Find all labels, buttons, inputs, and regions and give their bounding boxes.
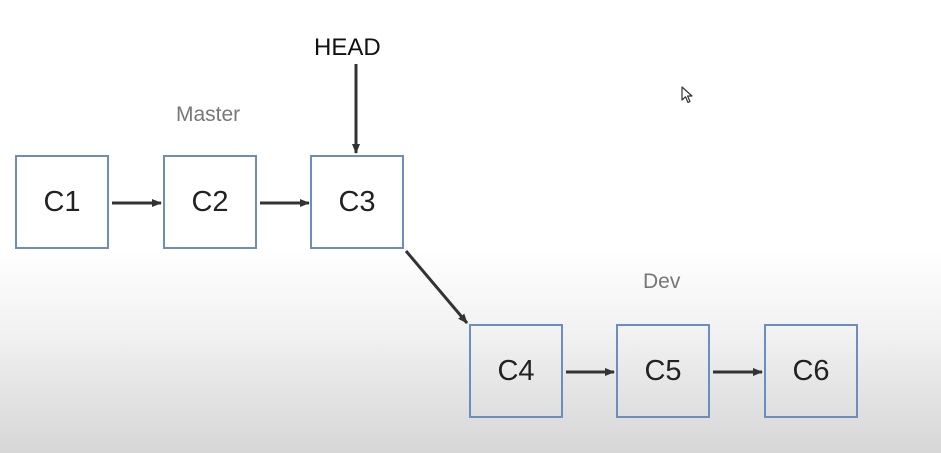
commit-label: C3 xyxy=(338,185,376,218)
branch-label-master: Master xyxy=(176,103,241,126)
commit-node-c4: C4 xyxy=(469,324,563,418)
commit-node-c6: C6 xyxy=(764,324,858,418)
commit-label: C1 xyxy=(43,185,81,218)
commit-label: C5 xyxy=(644,354,682,387)
commit-label: C4 xyxy=(497,354,535,387)
commit-node-c3: C3 xyxy=(310,155,404,249)
commit-label: C2 xyxy=(191,185,229,218)
commit-node-c2: C2 xyxy=(163,155,257,249)
head-label: HEAD xyxy=(314,34,381,61)
edge-c3-c4 xyxy=(404,250,469,324)
commit-node-c5: C5 xyxy=(616,324,710,418)
commit-node-c1: C1 xyxy=(15,155,109,249)
mouse-cursor-icon xyxy=(681,86,693,104)
commit-label: C6 xyxy=(792,354,830,387)
branch-label-dev: Dev xyxy=(643,270,681,293)
